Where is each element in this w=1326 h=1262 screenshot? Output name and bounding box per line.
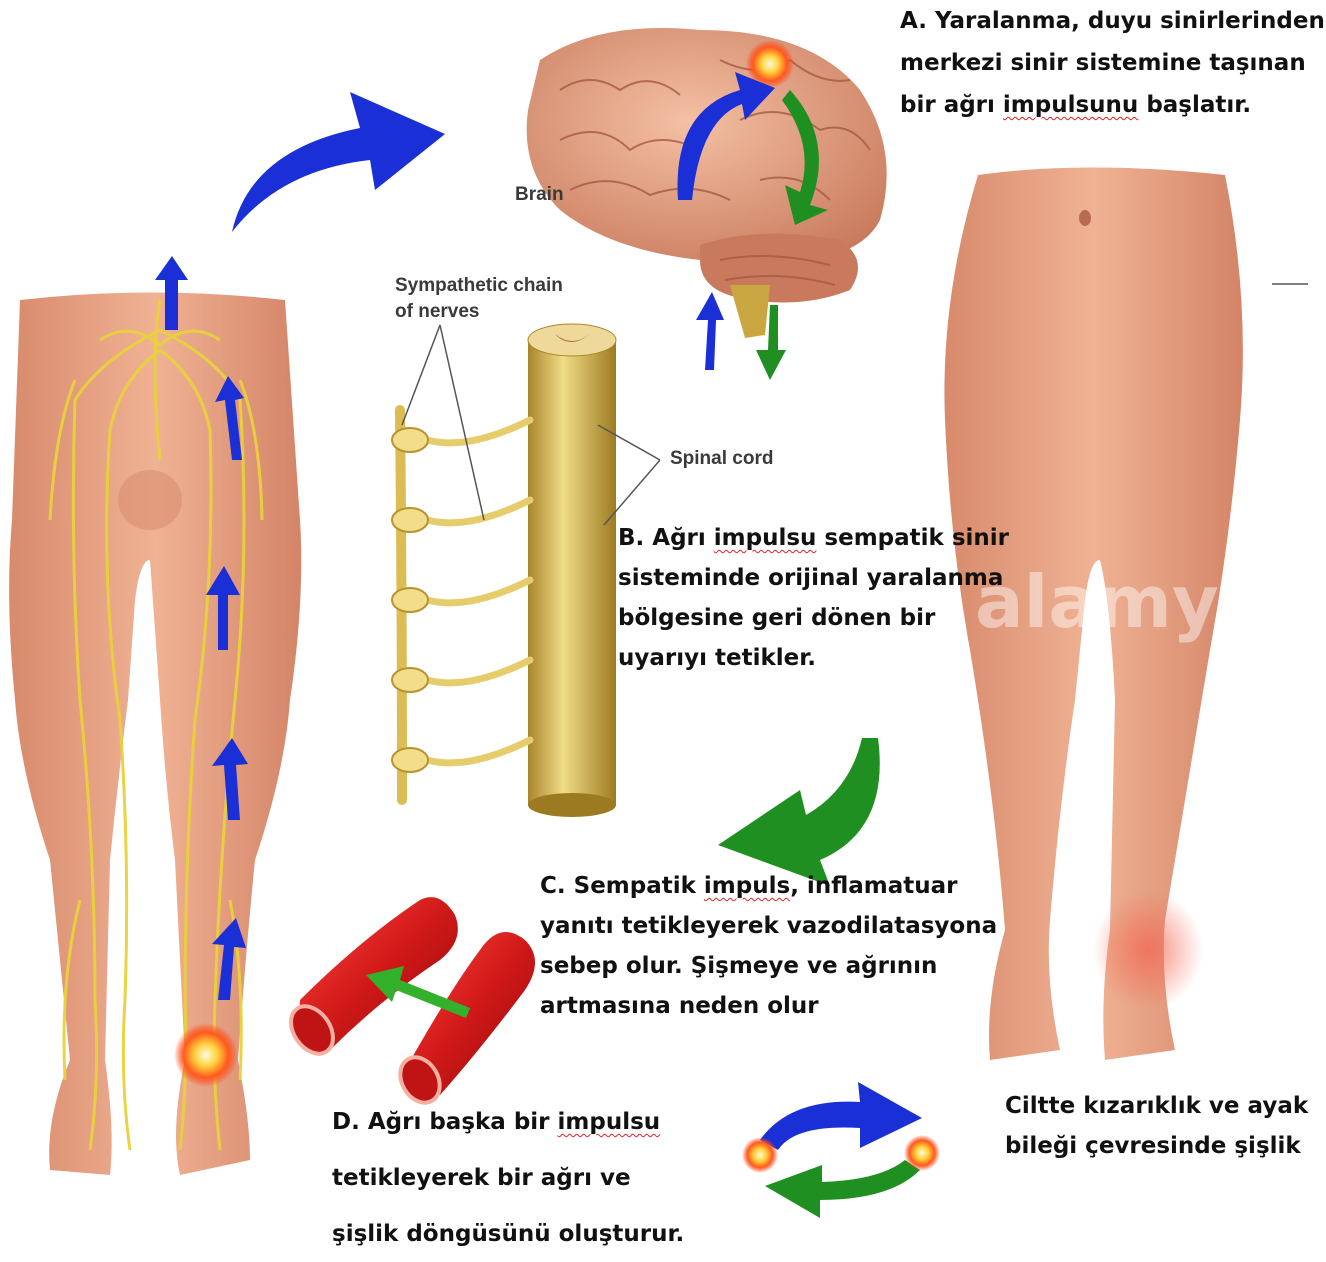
caption-b: B. Ağrı impulsu sempatik sinir sistemind… (618, 518, 1009, 678)
blue-arrow-to-brain (232, 92, 445, 232)
caption-d: D. Ağrı başka bir impulsu tetikleyerek b… (332, 1094, 684, 1262)
sympathetic-chain-label: Sympathetic chain of nerves (395, 273, 563, 325)
spinal-cord-label: Spinal cord (670, 448, 773, 470)
left-legs-figure (9, 256, 301, 1175)
green-arrow-down (718, 738, 880, 886)
cycle-diagram (742, 1082, 940, 1218)
watermark: alamy (975, 560, 1219, 644)
brain-label: Brain (515, 184, 564, 206)
caption-a: A. Yaralanma, duyu sinirlerinden merkezi… (900, 0, 1325, 126)
blood-vessels (282, 897, 535, 1110)
caption-c: C. Sempatik impuls, inflamatuar yanıtı t… (540, 866, 997, 1026)
caption-e: Ciltte kızarıklık ve ayak bileği çevresi… (1005, 1086, 1308, 1166)
